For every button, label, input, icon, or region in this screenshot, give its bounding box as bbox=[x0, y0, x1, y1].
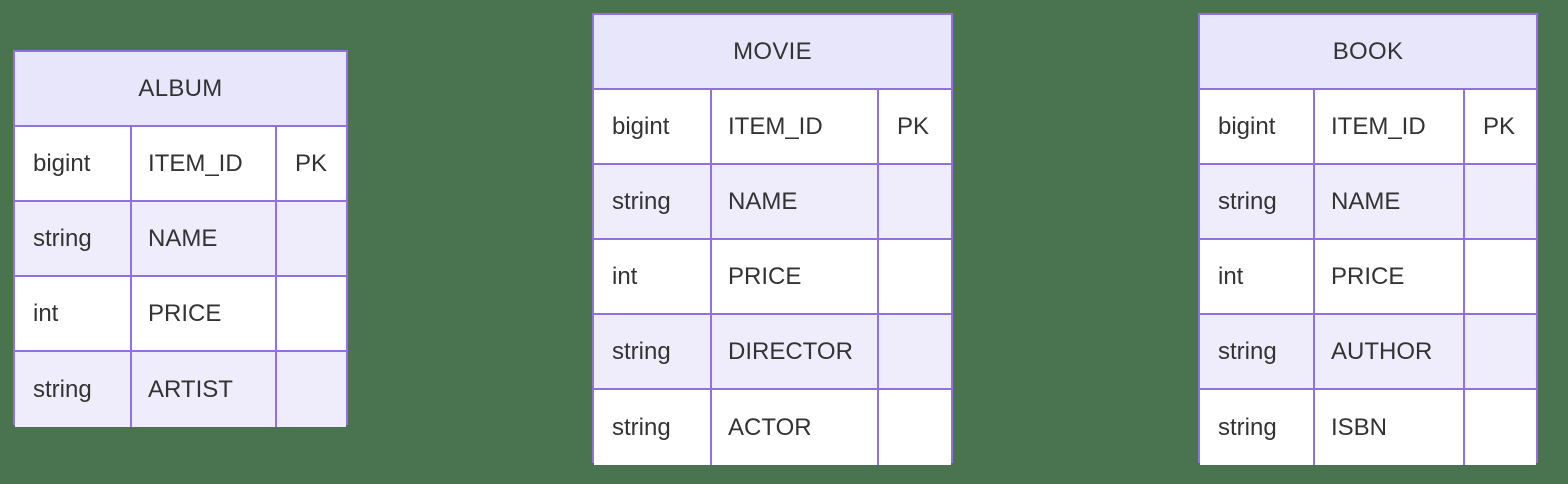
attribute-type: string bbox=[15, 352, 132, 427]
attribute-type: int bbox=[15, 277, 132, 350]
entity-title-book: BOOK bbox=[1200, 15, 1536, 90]
attribute-type: int bbox=[594, 240, 712, 313]
table-row[interactable]: bigint ITEM_ID PK bbox=[1200, 90, 1536, 165]
attribute-key bbox=[879, 240, 951, 313]
entity-title-album: ALBUM bbox=[15, 52, 346, 127]
attribute-field: NAME bbox=[712, 165, 879, 238]
table-row[interactable]: int PRICE bbox=[594, 240, 951, 315]
attribute-field: ARTIST bbox=[132, 352, 277, 427]
attribute-key bbox=[1465, 165, 1536, 238]
table-row[interactable]: string DIRECTOR bbox=[594, 315, 951, 390]
table-row[interactable]: string NAME bbox=[1200, 165, 1536, 240]
attribute-field: PRICE bbox=[712, 240, 879, 313]
entity-table-book[interactable]: BOOK bigint ITEM_ID PK string NAME int P… bbox=[1198, 13, 1538, 465]
attribute-type: bigint bbox=[594, 90, 712, 163]
attribute-key: PK bbox=[1483, 112, 1516, 140]
table-row[interactable]: int PRICE bbox=[15, 277, 346, 352]
entity-title-movie: MOVIE bbox=[594, 15, 951, 90]
table-row[interactable]: string ARTIST bbox=[15, 352, 346, 427]
attribute-key bbox=[277, 202, 346, 275]
attribute-key bbox=[1465, 315, 1536, 388]
entity-table-album[interactable]: ALBUM bigint ITEM_ID PK string NAME int … bbox=[13, 50, 348, 427]
attribute-field: NAME bbox=[132, 202, 277, 275]
attribute-field: ITEM_ID bbox=[1315, 90, 1465, 163]
table-row[interactable]: string NAME bbox=[594, 165, 951, 240]
attribute-type: int bbox=[1200, 240, 1315, 313]
attribute-type: string bbox=[1200, 390, 1315, 465]
attribute-type: bigint bbox=[1200, 90, 1315, 163]
attribute-type: string bbox=[594, 390, 712, 465]
attribute-field: PRICE bbox=[132, 277, 277, 350]
attribute-field: ITEM_ID bbox=[132, 127, 277, 200]
table-row[interactable]: bigint ITEM_ID PK bbox=[15, 127, 346, 202]
attribute-field: ISBN bbox=[1315, 390, 1465, 465]
attribute-key bbox=[277, 277, 346, 350]
attribute-type: bigint bbox=[15, 127, 132, 200]
attribute-key bbox=[879, 165, 951, 238]
attribute-type: string bbox=[15, 202, 132, 275]
attribute-key: PK bbox=[295, 149, 328, 177]
attribute-type: string bbox=[594, 315, 712, 388]
attribute-type: string bbox=[594, 165, 712, 238]
attribute-key bbox=[277, 352, 346, 427]
attribute-key bbox=[1465, 390, 1536, 465]
table-row[interactable]: string NAME bbox=[15, 202, 346, 277]
table-row[interactable]: string ISBN bbox=[1200, 390, 1536, 465]
attribute-key bbox=[879, 315, 951, 388]
table-row[interactable]: int PRICE bbox=[1200, 240, 1536, 315]
entity-table-movie[interactable]: MOVIE bigint ITEM_ID PK string NAME int … bbox=[592, 13, 953, 465]
table-row[interactable]: string AUTHOR bbox=[1200, 315, 1536, 390]
attribute-field: PRICE bbox=[1315, 240, 1465, 313]
attribute-field: NAME bbox=[1315, 165, 1465, 238]
attribute-field: AUTHOR bbox=[1315, 315, 1465, 388]
attribute-field: ITEM_ID bbox=[712, 90, 879, 163]
table-row[interactable]: bigint ITEM_ID PK bbox=[594, 90, 951, 165]
attribute-key: PK bbox=[897, 112, 930, 140]
attribute-field: ACTOR bbox=[712, 390, 879, 465]
attribute-type: string bbox=[1200, 315, 1315, 388]
table-row[interactable]: string ACTOR bbox=[594, 390, 951, 465]
attribute-key bbox=[879, 390, 951, 465]
attribute-field: DIRECTOR bbox=[712, 315, 879, 388]
attribute-key bbox=[1465, 240, 1536, 313]
attribute-type: string bbox=[1200, 165, 1315, 238]
